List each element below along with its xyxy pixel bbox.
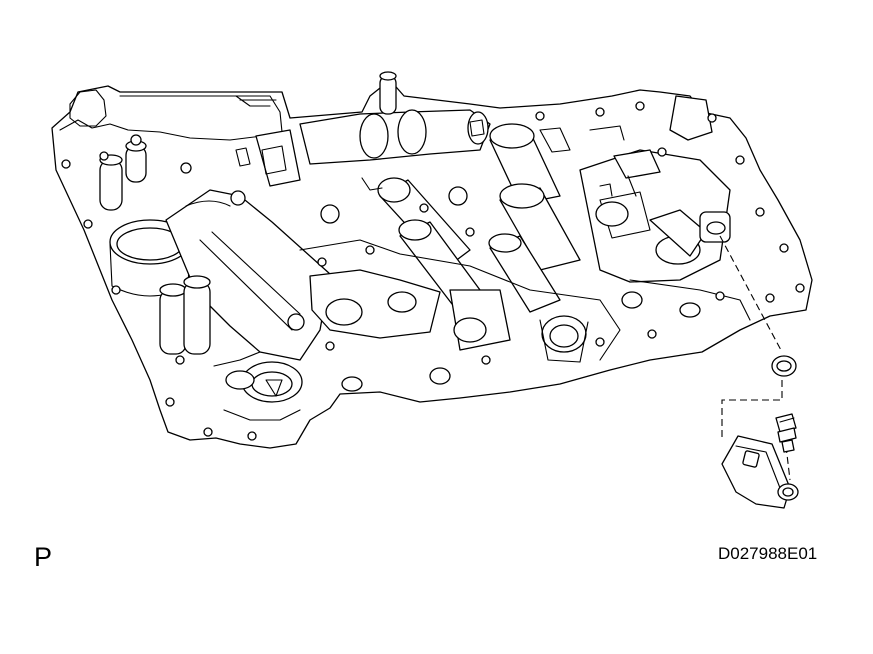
view-letter-label: P [34, 542, 53, 572]
figure-code-label: D027988E01 [718, 544, 818, 563]
o-ring [771, 355, 797, 377]
valve-body-assembly [51, 71, 813, 449]
bolt [775, 413, 797, 453]
solenoid-sensor [721, 435, 799, 509]
